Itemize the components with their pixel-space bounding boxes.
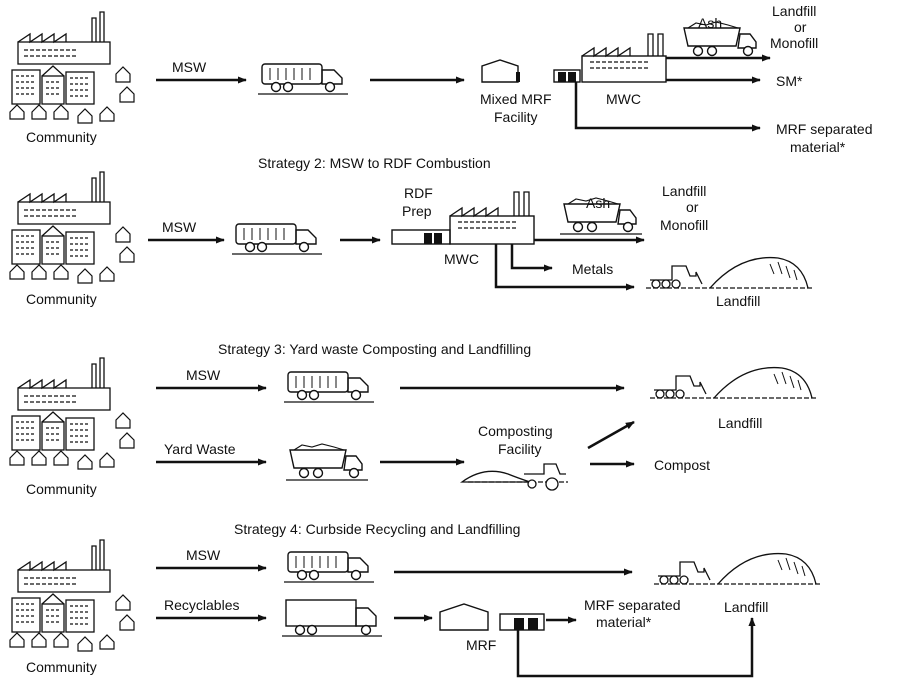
dump-truck-icon: [285, 443, 369, 481]
mrf-separated-label-1: MRF separated: [776, 121, 872, 137]
box-truck-icon: [281, 599, 383, 637]
compost-label: Compost: [654, 457, 710, 473]
garbage-truck-icon: [231, 223, 323, 255]
landfill-icon: [645, 256, 813, 289]
rdf-label-2: Prep: [402, 203, 432, 219]
mrf-separated-label-2: material*: [790, 139, 846, 155]
yard-waste-label: Yard Waste: [164, 441, 236, 457]
community-label: Community: [26, 129, 97, 145]
ash-label: Ash: [698, 15, 722, 31]
msw-label: MSW: [162, 219, 197, 235]
strategy-2-title: Strategy 2: MSW to RDF Combustion: [258, 155, 491, 171]
composting-label-1: Composting: [478, 423, 553, 439]
ash-label: Ash: [586, 195, 610, 211]
mwc-label: MWC: [444, 251, 479, 267]
residue-to-landfill-arrow: [516, 617, 756, 678]
landfill-label-2: or: [686, 199, 699, 215]
composting-label-2: Facility: [498, 441, 542, 457]
mrf-building-icon: [439, 603, 545, 631]
landfill-label-1: Landfill: [662, 183, 706, 199]
strategy-3-title: Strategy 3: Yard waste Composting and La…: [218, 341, 531, 357]
community-label: Community: [26, 481, 97, 497]
residue-arrow: [494, 244, 635, 291]
composting-facility-icon: [459, 463, 568, 491]
mixed-mrf-label-2: Facility: [494, 109, 538, 125]
landfill-label-2: or: [794, 19, 807, 35]
mrf-label: MRF: [466, 637, 496, 653]
metals-arrow: [510, 244, 553, 272]
mrf-separated-label-2: material*: [596, 614, 652, 630]
strategy-3: Strategy 3: Yard waste Composting and La…: [9, 341, 817, 497]
sm-label: SM*: [776, 73, 803, 89]
msw-label: MSW: [172, 59, 207, 75]
mrf-separated-label-1: MRF separated: [584, 597, 680, 613]
landfill-label: Landfill: [716, 293, 760, 309]
community-icon: [9, 539, 135, 652]
community-icon: [9, 11, 135, 124]
garbage-truck-icon: [257, 63, 349, 95]
strategy-1: Community MSW Mixed MRF Facility MWC Ash…: [9, 3, 872, 155]
mixed-mrf-label-1: Mixed MRF: [480, 91, 552, 107]
strategy-4: Strategy 4: Curbside Recycling and Landf…: [9, 521, 821, 678]
msw-label: MSW: [186, 367, 221, 383]
mixed-mrf-building-icon: [481, 33, 667, 83]
msw-label: MSW: [186, 547, 221, 563]
landfill-label-3: Monofill: [770, 35, 818, 51]
metals-label: Metals: [572, 261, 613, 277]
rdf-label-1: RDF: [404, 185, 433, 201]
strategy-4-title: Strategy 4: Curbside Recycling and Landf…: [234, 521, 520, 537]
community-label: Community: [26, 659, 97, 675]
garbage-truck-icon: [283, 371, 375, 403]
landfill-label-3: Monofill: [660, 217, 708, 233]
mrf-separated-arrow: [574, 82, 761, 132]
strategy-2: Strategy 2: MSW to RDF Combustion Commun…: [9, 155, 813, 309]
landfill-label: Landfill: [718, 415, 762, 431]
mwc-label: MWC: [606, 91, 641, 107]
landfill-icon: [649, 366, 817, 399]
community-label: Community: [26, 291, 97, 307]
landfill-label: Landfill: [724, 599, 768, 615]
composting-to-landfill-arrow: [587, 420, 635, 450]
garbage-truck-icon: [283, 551, 375, 583]
landfill-label-1: Landfill: [772, 3, 816, 19]
community-icon: [9, 171, 135, 284]
landfill-icon: [653, 552, 821, 585]
rdf-mwc-building-icon: [391, 191, 535, 245]
community-icon: [9, 357, 135, 470]
recyclables-label: Recyclables: [164, 597, 239, 613]
